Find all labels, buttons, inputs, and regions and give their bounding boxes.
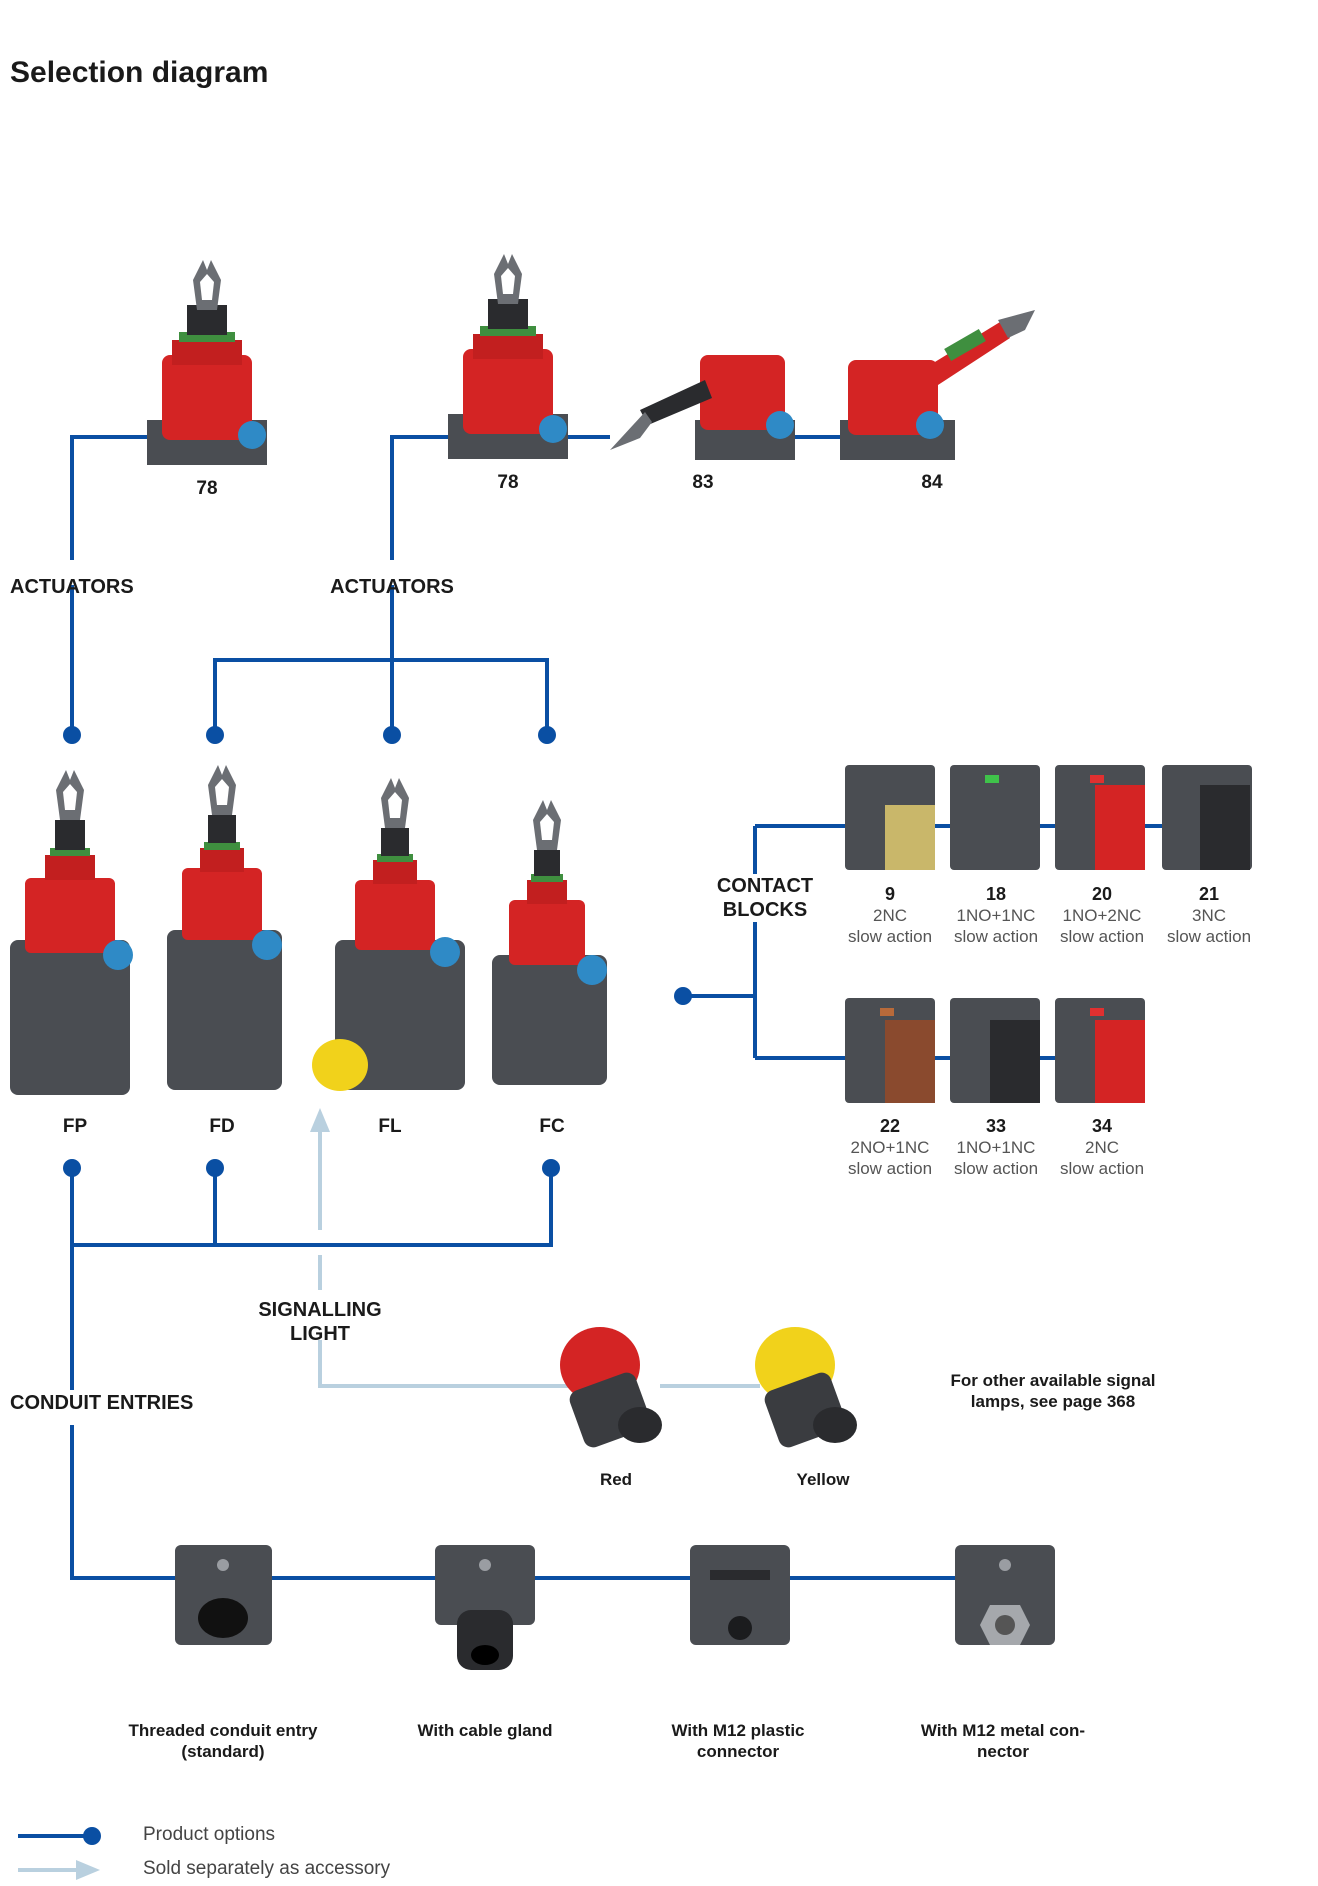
switch-fl-image	[312, 778, 465, 1091]
actuators-right-label: ACTUATORS	[330, 576, 454, 598]
contact-block-22-info: 22 2NO+1NC slow action	[848, 1116, 932, 1179]
caption-line2: connector	[696, 1742, 780, 1761]
actuator-83-code: 83	[692, 472, 714, 493]
caption-line2: (standard)	[181, 1742, 265, 1761]
signal-lamps-note-line2: lamps, see page 368	[970, 1392, 1136, 1411]
actuator-78-left-code: 78	[196, 478, 218, 499]
signalling-light-label: SIGNALLING LIGHT	[258, 1298, 381, 1346]
contact-block-num: 21	[1198, 884, 1220, 904]
actuator-78-right-code: 78	[497, 472, 519, 493]
contact-block-action: slow action	[1059, 1159, 1145, 1178]
contact-block-type: 2NC	[872, 906, 908, 925]
contact-block-9-info: 9 2NC slow action	[848, 884, 932, 947]
product-option-dots	[63, 726, 692, 1177]
contact-block-type: 1NO+1NC	[956, 906, 1036, 925]
signal-lamps-note: For other available signal lamps, see pa…	[950, 1370, 1155, 1412]
signal-lamp-yellow-label: Yellow	[796, 1470, 850, 1489]
switch-fp-image	[10, 770, 133, 1095]
contact-block-num: 22	[879, 1116, 901, 1136]
contact-block-num: 18	[985, 884, 1007, 904]
switch-fd-label: FD	[209, 1116, 235, 1137]
accessory-lines	[318, 1125, 760, 1388]
contact-block-34-image	[1055, 998, 1145, 1103]
contact-block-9-image	[845, 765, 935, 870]
contact-block-22-image	[845, 998, 935, 1103]
conduit-cable-gland-image	[435, 1545, 535, 1670]
switch-fp-label: FP	[62, 1116, 88, 1137]
contact-block-action: slow action	[847, 1159, 933, 1178]
conduit-m12-plastic-caption: With M12 plastic connector	[671, 1720, 804, 1762]
switch-fc-image	[492, 800, 607, 1085]
contact-block-21-info: 21 3NC slow action	[1167, 884, 1251, 947]
contact-block-type: 1NO+1NC	[956, 1138, 1036, 1157]
caption-line1: Threaded conduit entry	[128, 1721, 318, 1740]
conduit-cable-gland-caption: With cable gland	[418, 1720, 553, 1741]
contact-block-action: slow action	[953, 1159, 1039, 1178]
contact-block-20-info: 20 1NO+2NC slow action	[1060, 884, 1144, 947]
contact-block-action: slow action	[1166, 927, 1252, 946]
signalling-light-line2: LIGHT	[290, 1323, 350, 1345]
signalling-light-line1: SIGNALLING	[258, 1299, 382, 1321]
conduit-threaded-caption: Threaded conduit entry (standard)	[129, 1720, 318, 1762]
legend-accessory-text: Sold separately as accessory	[143, 1858, 391, 1879]
conduit-entries-label: CONDUIT ENTRIES	[10, 1392, 194, 1414]
signal-lamp-red-image	[560, 1327, 662, 1448]
contact-blocks-label-line2: BLOCKS	[722, 899, 808, 921]
contact-block-action: slow action	[953, 927, 1039, 946]
switch-fd-image	[167, 765, 282, 1090]
contact-block-33-image	[950, 998, 1040, 1103]
signal-lamp-yellow-image	[755, 1327, 857, 1448]
contact-block-action: slow action	[847, 927, 933, 946]
caption-line2: nector	[977, 1742, 1029, 1761]
legend-product-text: Product options	[143, 1824, 276, 1845]
contact-blocks-label: CONTACT BLOCKS	[712, 874, 818, 922]
contact-block-21-image	[1162, 765, 1252, 870]
accessory-arrow-head	[310, 1108, 330, 1132]
actuator-83-image	[610, 355, 795, 460]
page-title: Selection diagram	[10, 56, 269, 89]
caption-line1: With M12 plastic	[671, 1721, 805, 1740]
conduit-m12-metal-caption: With M12 metal con- nector	[921, 1720, 1085, 1762]
conduit-m12-plastic-image	[690, 1545, 790, 1645]
caption-line1: With cable gland	[417, 1721, 553, 1740]
signal-lamps-note-line1: For other available signal	[950, 1371, 1156, 1390]
legend-product-line	[18, 1827, 101, 1845]
switch-fc-label: FC	[539, 1116, 565, 1137]
contact-block-type: 2NO+1NC	[850, 1138, 930, 1157]
actuator-84-image	[840, 310, 1035, 460]
contact-block-18-info: 18 1NO+1NC slow action	[954, 884, 1038, 947]
contact-block-type: 1NO+2NC	[1062, 906, 1142, 925]
switch-fl-label: FL	[378, 1116, 402, 1137]
contact-block-33-info: 33 1NO+1NC slow action	[954, 1116, 1038, 1179]
actuator-84-code: 84	[921, 472, 943, 493]
product-option-lines	[70, 435, 1162, 1580]
actuator-78-left-image	[147, 260, 267, 465]
contact-block-num: 34	[1091, 1116, 1113, 1136]
caption-line1: With M12 metal con-	[920, 1721, 1086, 1740]
conduit-m12-metal-image	[955, 1545, 1055, 1645]
contact-block-20-image	[1055, 765, 1145, 870]
legend-accessory-arrow	[18, 1860, 100, 1880]
contact-block-num: 33	[985, 1116, 1007, 1136]
actuator-78-right-image	[448, 254, 568, 459]
contact-block-num: 9	[884, 884, 896, 904]
actuators-left-label: ACTUATORS	[10, 576, 134, 598]
contact-block-18-image	[950, 765, 1040, 870]
contact-block-num: 20	[1091, 884, 1113, 904]
contact-blocks-label-line1: CONTACT	[716, 875, 814, 897]
signal-lamp-red-label: Red	[599, 1470, 633, 1489]
contact-block-action: slow action	[1059, 927, 1145, 946]
contact-block-type: 3NC	[1191, 906, 1227, 925]
contact-block-type: 2NC	[1084, 1138, 1120, 1157]
conduit-threaded-image	[175, 1545, 272, 1645]
contact-block-34-info: 34 2NC slow action	[1060, 1116, 1144, 1179]
